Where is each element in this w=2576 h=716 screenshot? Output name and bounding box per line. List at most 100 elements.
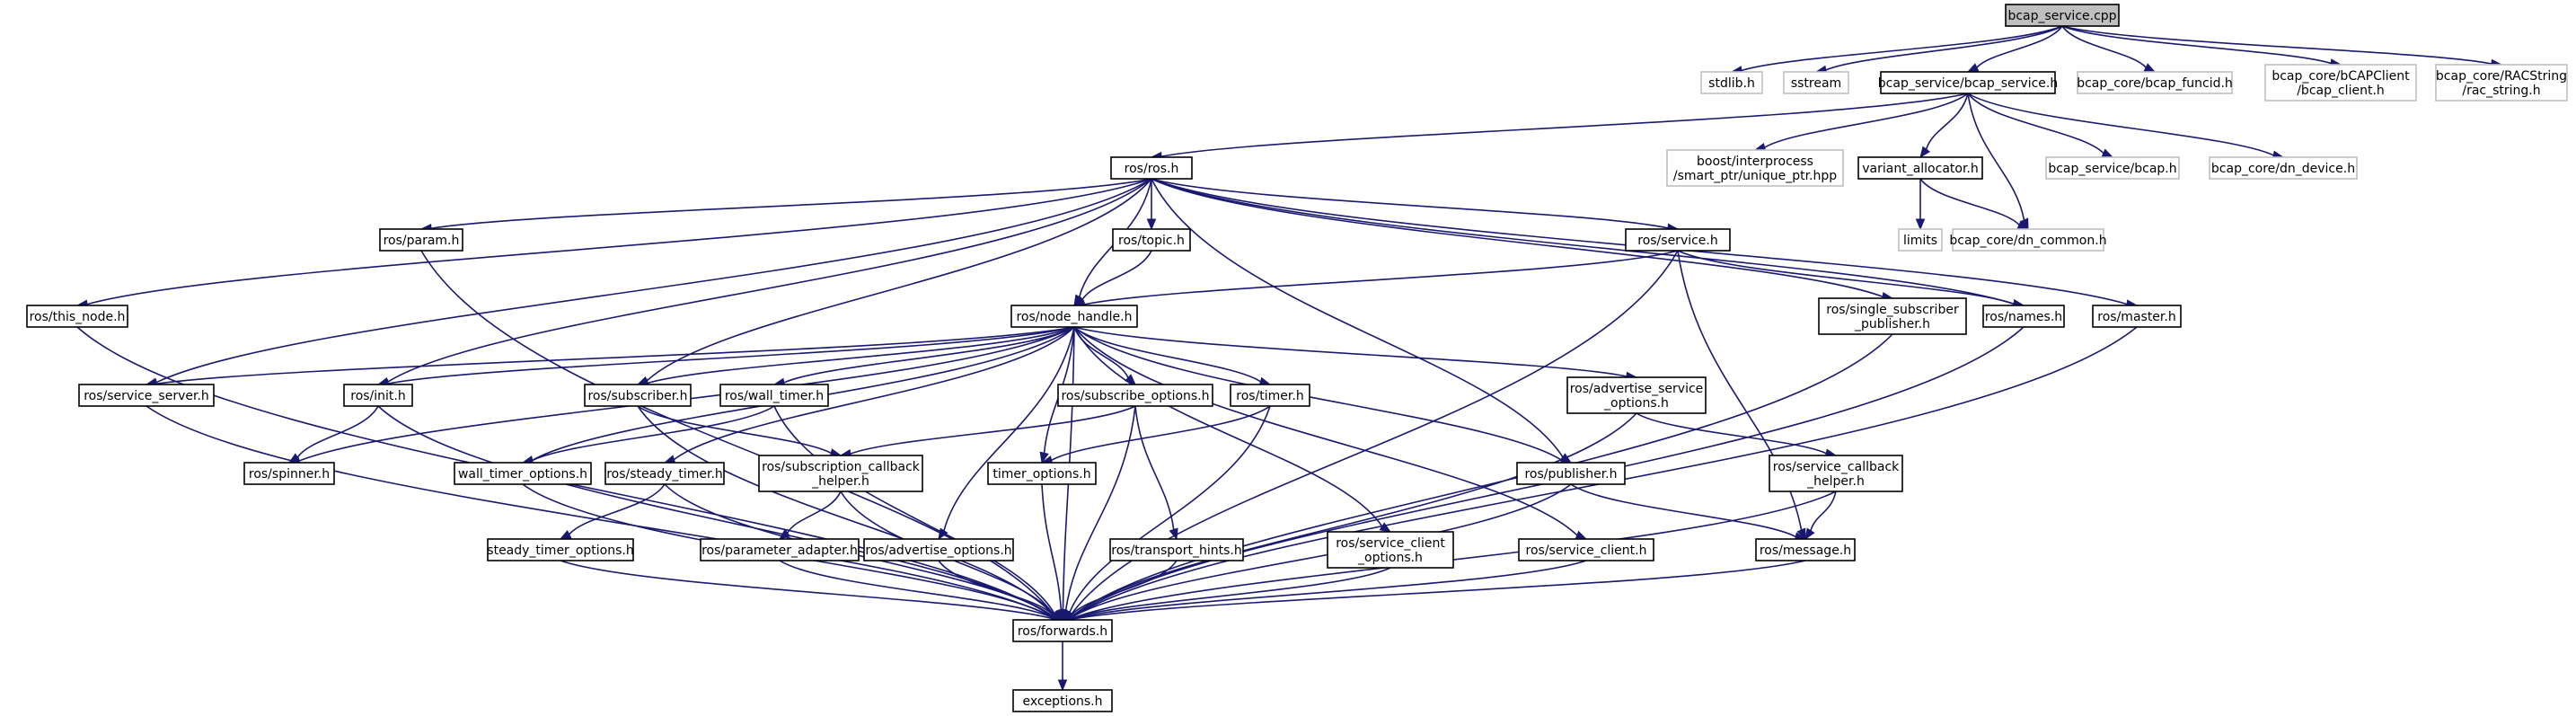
node-param_adapter[interactable]: ros/parameter_adapter.h <box>700 538 860 561</box>
node-label: ros/steady_timer.h <box>606 467 723 482</box>
node-dn_common: bcap_core/dn_common.h <box>1949 228 2107 252</box>
node-service[interactable]: ros/service.h <box>1625 228 1731 252</box>
edge-init-to-spinner <box>287 405 379 464</box>
node-box <box>1982 305 2065 328</box>
edge-ros_h-to-service_server <box>145 178 1152 387</box>
node-label: bcap_core/RACString/rac_string.h <box>2436 69 2567 98</box>
edge-line <box>1070 250 1679 615</box>
edge-line <box>2061 25 2492 65</box>
node-message[interactable]: ros/message.h <box>1755 538 1856 561</box>
node-label: ros/publisher.h <box>1524 467 1617 482</box>
node-box <box>2264 64 2417 102</box>
node-label: bcap_service.cpp <box>2007 9 2116 23</box>
edge-service-to-node_handle <box>1072 250 1679 310</box>
edge-line <box>943 326 1075 531</box>
edge-line <box>673 326 1075 461</box>
node-box <box>1880 71 2056 94</box>
node-box <box>379 228 463 252</box>
edge-arrowhead <box>1056 608 1066 622</box>
edge-line <box>1919 178 2020 225</box>
node-bcap_service_h[interactable]: bcap_service/bcap_service.h <box>1878 71 2058 94</box>
node-funcid: bcap_core/bcap_funcid.h <box>2077 71 2233 94</box>
node-box <box>1898 228 1943 252</box>
edge-line <box>1677 250 1803 531</box>
node-label: bcap_core/dn_device.h <box>2211 162 2355 176</box>
node-timer[interactable]: ros/timer.h <box>1230 384 1310 407</box>
edge-line <box>1160 93 1969 157</box>
edge-line <box>155 178 1152 384</box>
node-box <box>1057 384 1213 407</box>
node-adv_opts[interactable]: ros/advertise_options.h <box>863 538 1014 561</box>
edge-line <box>387 326 1075 385</box>
node-svc_client[interactable]: ros/service_client.h <box>1518 538 1654 561</box>
node-topic[interactable]: ros/topic.h <box>1112 228 1191 252</box>
edge-line <box>1925 93 1969 150</box>
node-sub_cb_helper[interactable]: ros/subscription_callback_helper.h <box>758 455 923 492</box>
edge-line <box>773 405 1055 614</box>
node-param[interactable]: ros/param.h <box>379 228 463 252</box>
node-timer_opts[interactable]: timer_options.h <box>987 462 1097 485</box>
node-single_sub[interactable]: ros/single_subscriber_publisher.h <box>1818 297 1967 335</box>
node-label: exceptions.h <box>1022 694 1102 709</box>
node-subscriber[interactable]: ros/subscriber.h <box>584 384 692 407</box>
node-publisher[interactable]: ros/publisher.h <box>1516 462 1626 485</box>
node-box <box>2005 4 2120 27</box>
node-label: bcap_core/bCAPClient/bcap_client.h <box>2272 69 2410 98</box>
node-label: variant_allocator.h <box>1862 162 1979 176</box>
node-label: bcap_service/bcap_service.h <box>1878 76 2058 91</box>
edge-line <box>786 491 842 534</box>
edge-arrowhead <box>1915 218 1926 231</box>
node-box <box>1818 297 1967 335</box>
node-label: ros/transport_hints.h <box>1111 544 1241 558</box>
edge-line <box>938 560 1054 616</box>
node-spinner[interactable]: ros/spinner.h <box>243 462 335 485</box>
node-variant[interactable]: variant_allocator.h <box>1857 156 1983 180</box>
node-subscribe_options[interactable]: ros/subscribe_options.h <box>1057 384 1213 407</box>
node-forwards[interactable]: ros/forwards.h <box>1012 619 1113 642</box>
edge-line <box>1068 405 1271 614</box>
node-box <box>1110 156 1193 180</box>
edge-line <box>296 405 379 458</box>
edge-node_handle-to-wall_timer <box>772 326 1075 387</box>
edge-single_sub-to-forwards <box>1061 333 1893 622</box>
edge-line <box>779 560 1054 619</box>
node-label: ros/spinner.h <box>249 467 330 482</box>
node-transport_hints[interactable]: ros/transport_hints.h <box>1109 538 1244 561</box>
node-exceptions[interactable]: exceptions.h <box>1012 689 1113 712</box>
node-label: ros/param.h <box>384 234 460 248</box>
node-svc_client_opts[interactable]: ros/service_client_options.h <box>1327 531 1454 569</box>
node-wall_timer[interactable]: ros/wall_timer.h <box>719 384 829 407</box>
edge-line <box>155 326 1075 385</box>
node-steady_timer_opts[interactable]: steady_timer_options.h <box>487 538 634 561</box>
edge-line <box>1073 326 1383 527</box>
node-this_node[interactable]: ros/this_node.h <box>26 305 128 328</box>
node-steady_timer[interactable]: ros/steady_timer.h <box>604 462 725 485</box>
edge-sub_cb_helper-to-param_adapter <box>778 491 842 540</box>
node-service_server[interactable]: ros/service_server.h <box>78 384 215 407</box>
node-node_handle[interactable]: ros/node_handle.h <box>1010 305 1138 328</box>
edge-line <box>1967 93 2274 156</box>
edge-line <box>560 560 1054 620</box>
node-ros_h[interactable]: ros/ros.h <box>1110 156 1193 180</box>
node-svc_cb_helper[interactable]: ros/service_callback_helper.h <box>1769 455 1903 492</box>
edge-ros_h-to-names <box>1151 178 2025 309</box>
node-wall_timer_opts[interactable]: wall_timer_options.h <box>454 462 592 485</box>
node-box <box>1783 71 1849 94</box>
edge-line <box>1073 326 1261 383</box>
node-master[interactable]: ros/master.h <box>2092 305 2182 328</box>
node-box <box>758 455 923 492</box>
edge-line <box>1151 178 1669 229</box>
node-names[interactable]: ros/names.h <box>1982 305 2065 328</box>
edge-arrowhead <box>287 453 301 464</box>
edge-arrowhead <box>1575 530 1588 540</box>
node-box <box>1625 228 1731 252</box>
node-label: ros/message.h <box>1760 544 1851 558</box>
node-box <box>78 384 215 407</box>
node-init[interactable]: ros/init.h <box>343 384 413 407</box>
edge-node_handle-to-svc_client <box>1073 326 1588 540</box>
edge-arrowhead <box>1057 679 1068 692</box>
edge-line <box>1073 326 1578 536</box>
node-adv_service_opts[interactable]: ros/advertise_service_options.h <box>1566 376 1707 414</box>
node-label: ros/master.h <box>2097 310 2175 324</box>
node-dn_device: bcap_core/dn_device.h <box>2209 156 2358 180</box>
